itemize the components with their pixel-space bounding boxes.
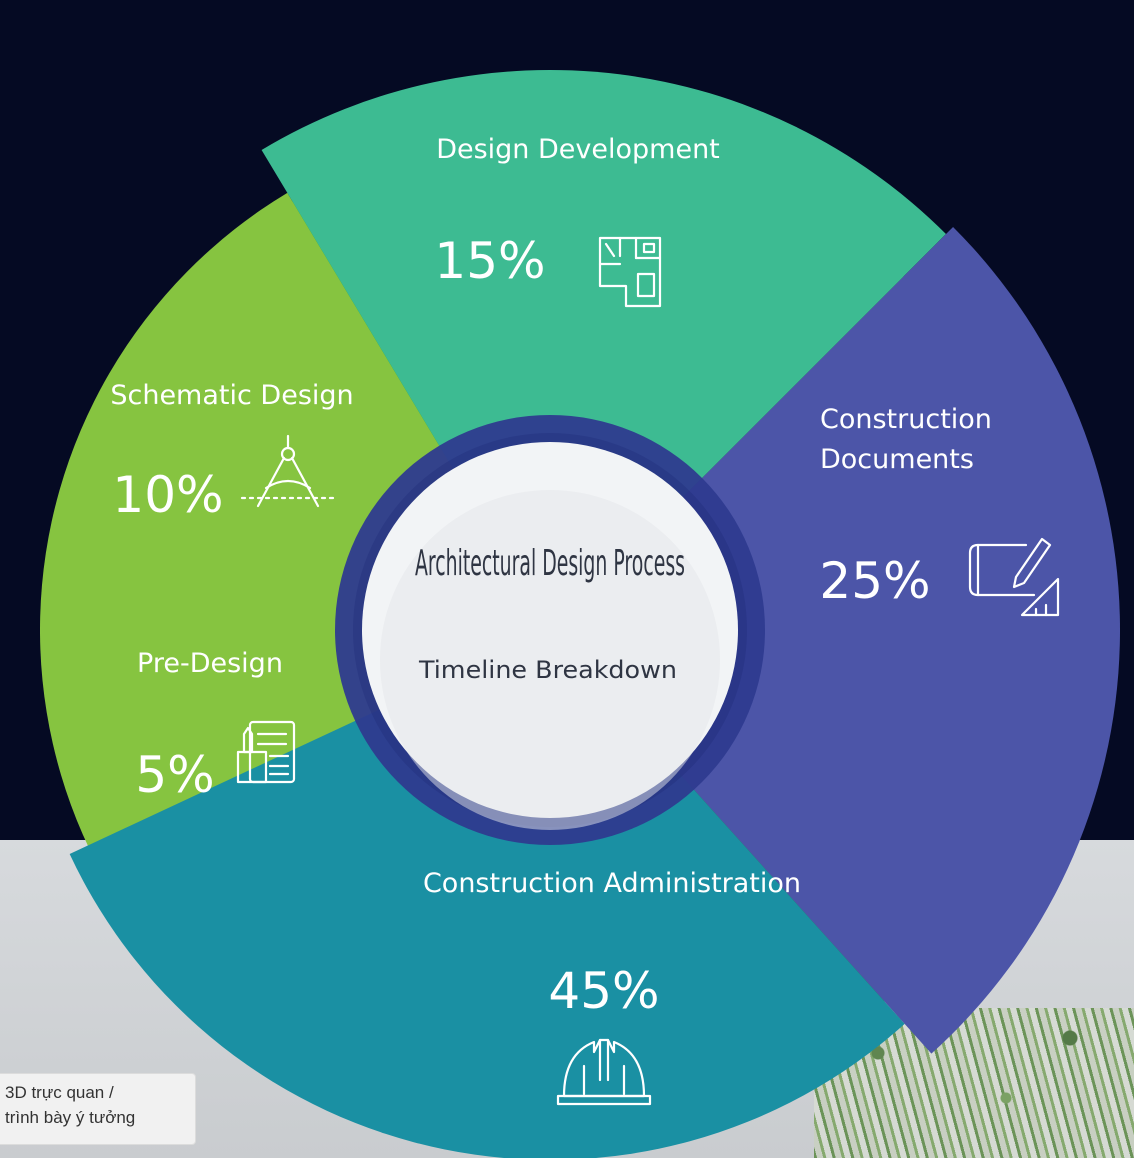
slice-value-label: 25%: [819, 552, 930, 610]
caption-line-2: trình bày ý tưởng: [5, 1108, 136, 1127]
slice-value-label: 45%: [548, 962, 659, 1020]
slice-value-label: 10%: [112, 466, 223, 524]
slice-construction-administration: [69, 630, 905, 1158]
slice-name-label: Schematic Design: [110, 380, 353, 411]
floor-plan-icon: [598, 236, 662, 308]
slice-design-development: [261, 70, 946, 630]
blueprint-pencil-icon: [968, 537, 1060, 617]
center-disc-shade: [380, 490, 720, 830]
slice-value-label: 5%: [135, 746, 214, 804]
slice-construction-documents: [550, 226, 1120, 1054]
caption-line-1: 3D trực quan /: [5, 1083, 114, 1102]
slice-name-label: Pre-Design: [137, 648, 283, 679]
document-ruler-icon: [236, 720, 296, 784]
slice-name-label: Design Development: [436, 134, 720, 165]
chart-subtitle: Timeline Breakdown: [418, 656, 677, 684]
hard-hat-icon: [556, 1038, 652, 1106]
slice-value-label: 15%: [434, 232, 545, 290]
chart-title-line: Architectural Design Process: [415, 543, 685, 584]
image-caption: 3D trực quan / trình bày ý tưởng: [0, 1073, 196, 1145]
compass-icon: [240, 434, 336, 508]
slice-name-label: Construction Administration: [423, 868, 801, 899]
